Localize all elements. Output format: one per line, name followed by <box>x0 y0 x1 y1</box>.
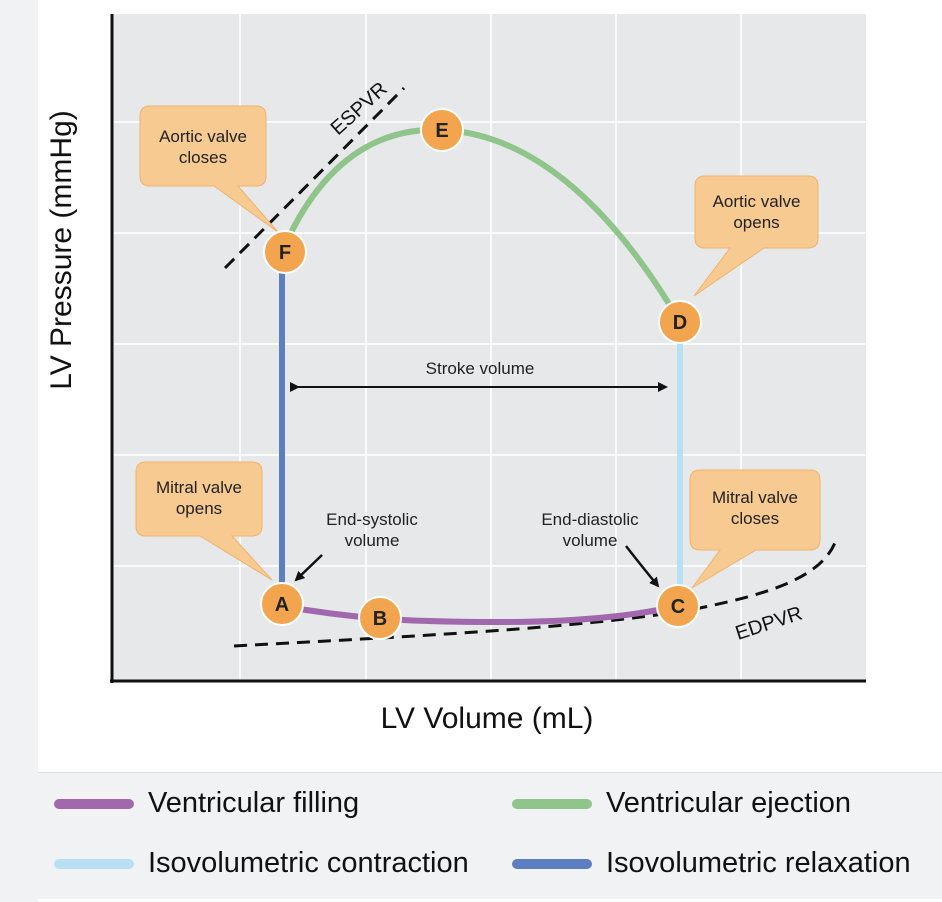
callout-aortic-closes <box>139 105 279 233</box>
point-e: E <box>420 108 464 152</box>
legend-label-contraction: Isovolumetric contraction <box>148 847 469 879</box>
legend-item-ejection: Ventricular ejection <box>512 787 851 820</box>
pv-loop-diagram: E F D A B C ESPVR EDPVR <box>110 14 866 683</box>
x-axis-label: LV Volume (mL) <box>380 702 594 735</box>
side-strip <box>0 0 38 902</box>
point-c: C <box>656 584 700 628</box>
callout-aortic-opens-text: Aortic valve opens <box>712 192 801 232</box>
svg-text:F: F <box>279 242 291 264</box>
filling-segment <box>281 603 681 626</box>
end-systolic-label: End-systolic volume <box>326 510 418 550</box>
legend-swatch-ejection <box>512 798 592 809</box>
svg-text:E: E <box>435 120 448 142</box>
point-d: D <box>658 300 702 344</box>
callout-mitral-closes-text: Mitral valve closes <box>712 488 798 528</box>
svg-text:A: A <box>275 594 289 616</box>
svg-text:B: B <box>373 608 387 630</box>
svg-text:D: D <box>673 312 687 334</box>
callout-aortic-opens <box>693 175 819 297</box>
espvr-line <box>223 86 406 270</box>
edpvr-label: EDPVR <box>733 603 805 645</box>
legend-swatch-filling <box>54 798 134 809</box>
stroke-volume-label: Stroke volume <box>425 359 535 378</box>
end-systolic-arrow <box>294 554 323 582</box>
end-diastolic-label: End-diastolic volume <box>541 510 639 550</box>
legend-label-ejection: Ventricular ejection <box>606 787 852 819</box>
callout-mitral-closes <box>689 469 821 589</box>
point-a: A <box>260 582 304 626</box>
point-f: F <box>263 230 307 274</box>
axes <box>110 14 866 683</box>
callout-aortic-closes-text: Aortic valve closes <box>159 127 247 167</box>
legend: Ventricular filling Ventricular ejection… <box>38 772 942 899</box>
callout-mitral-opens <box>135 461 273 581</box>
ejection-segment <box>279 126 683 324</box>
legend-item-contraction: Isovolumetric contraction <box>54 847 469 880</box>
legend-label-filling: Ventricular filling <box>148 787 360 819</box>
point-b: B <box>358 596 402 640</box>
legend-item-filling: Ventricular filling <box>54 787 359 820</box>
legend-label-relaxation: Isovolumetric relaxation <box>606 847 911 879</box>
legend-swatch-relaxation <box>512 858 592 869</box>
legend-item-relaxation: Isovolumetric relaxation <box>512 847 911 880</box>
end-diastolic-arrow <box>625 545 660 588</box>
svg-text:C: C <box>671 596 685 618</box>
espvr-label: ESPVR <box>327 78 392 140</box>
callout-mitral-opens-text: Mitral valve opens <box>156 478 242 518</box>
legend-swatch-contraction <box>54 858 134 869</box>
